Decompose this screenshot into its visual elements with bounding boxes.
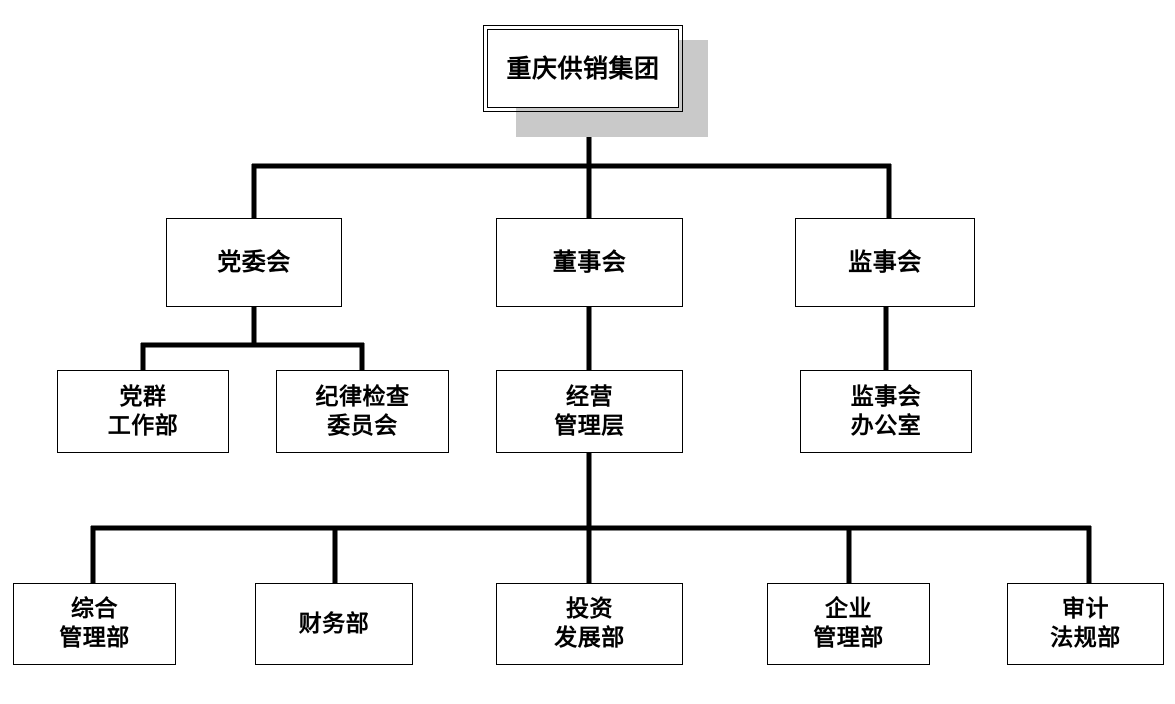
node-enterprise-mgmt-dept[interactable]: 企业 管理部 bbox=[767, 583, 930, 665]
node-discipline-inspection-committee-label: 纪律检查 委员会 bbox=[315, 383, 410, 439]
node-root[interactable]: 重庆供销集团 bbox=[483, 25, 683, 112]
node-supervisors-office-label: 监事会 办公室 bbox=[850, 383, 922, 439]
node-finance-dept[interactable]: 财务部 bbox=[255, 583, 413, 665]
node-board-of-directors-label: 董事会 bbox=[552, 247, 627, 276]
node-party-mass-work-dept[interactable]: 党群 工作部 bbox=[57, 370, 229, 453]
node-root-label: 重庆供销集团 bbox=[506, 54, 660, 83]
node-finance-dept-label: 财务部 bbox=[298, 610, 370, 637]
node-general-admin-dept-label: 综合 管理部 bbox=[59, 596, 130, 651]
node-investment-dev-dept[interactable]: 投资 发展部 bbox=[496, 583, 683, 665]
node-board-of-supervisors-label: 监事会 bbox=[848, 247, 922, 276]
node-party-mass-work-dept-label: 党群 工作部 bbox=[107, 383, 179, 439]
node-management-level[interactable]: 经营 管理层 bbox=[496, 370, 683, 453]
node-audit-regulations-dept[interactable]: 审计 法规部 bbox=[1007, 583, 1164, 665]
node-enterprise-mgmt-dept-label: 企业 管理部 bbox=[813, 596, 884, 651]
node-board-of-directors[interactable]: 董事会 bbox=[496, 218, 683, 307]
node-board-of-supervisors[interactable]: 监事会 bbox=[795, 218, 975, 307]
node-audit-regulations-dept-label: 审计 法规部 bbox=[1050, 596, 1121, 651]
node-supervisors-office[interactable]: 监事会 办公室 bbox=[800, 370, 972, 453]
node-party-committee-label: 党委会 bbox=[217, 247, 291, 276]
node-party-committee[interactable]: 党委会 bbox=[166, 218, 342, 307]
node-investment-dev-dept-label: 投资 发展部 bbox=[554, 596, 625, 651]
node-discipline-inspection-committee[interactable]: 纪律检查 委员会 bbox=[276, 370, 449, 453]
node-general-admin-dept[interactable]: 综合 管理部 bbox=[13, 583, 176, 665]
node-management-level-label: 经营 管理层 bbox=[554, 383, 625, 439]
